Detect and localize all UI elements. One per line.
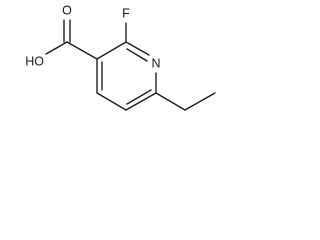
ring-bond-n1-c2-inner xyxy=(126,48,148,62)
ring-bond-c4-c5 xyxy=(96,92,127,111)
nitrogen-label: N xyxy=(151,56,160,70)
bond-c3-carboxyl xyxy=(66,41,98,60)
ring-bond-c5-c6 xyxy=(125,92,157,111)
bond-ch2-ch3 xyxy=(184,92,216,111)
bond-c-oh xyxy=(45,41,68,55)
ring-bond-c2-c3 xyxy=(96,41,127,60)
bond-c6-ch2 xyxy=(155,92,186,111)
carbonyl-oxygen-label: O xyxy=(62,3,72,17)
ring-bond-n1-c2 xyxy=(125,41,150,56)
atom-labels: F N HO O xyxy=(25,3,160,70)
chemical-structure: F N HO O xyxy=(25,3,216,111)
fluorine-label: F xyxy=(122,6,130,20)
bonds xyxy=(45,19,216,111)
hydroxyl-label: HO xyxy=(25,54,44,68)
ring-bond-c5-c6-inner xyxy=(126,89,152,105)
